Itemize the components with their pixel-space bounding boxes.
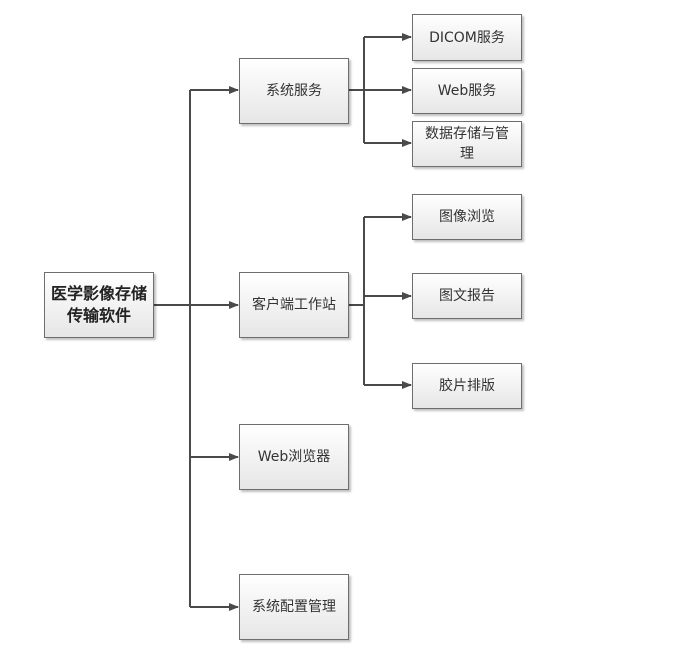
- node-data-storage: 数据存储与管理: [412, 121, 522, 167]
- node-label: 图文报告: [439, 288, 495, 304]
- node-label: 图像浏览: [439, 209, 495, 225]
- root-label: 医学影像存储传输软件: [50, 284, 147, 325]
- node-label: 胶片排版: [439, 378, 495, 394]
- node-web-service: Web服务: [412, 68, 522, 114]
- node-system-service: 系统服务: [239, 58, 349, 124]
- node-film-layout: 胶片排版: [412, 363, 522, 409]
- node-image-browse: 图像浏览: [412, 194, 522, 240]
- node-label: 客户端工作站: [252, 297, 336, 313]
- root-node: 医学影像存储传输软件: [44, 272, 154, 338]
- node-label: Web服务: [437, 83, 497, 99]
- node-dicom-service: DICOM服务: [412, 14, 522, 61]
- node-client-workstation: 客户端工作站: [239, 272, 349, 338]
- node-label: 系统服务: [266, 83, 322, 99]
- node-label: 数据存储与管理: [425, 126, 509, 162]
- node-label: DICOM服务: [429, 29, 505, 46]
- node-report: 图文报告: [412, 273, 522, 319]
- node-web-browser: Web浏览器: [239, 424, 349, 490]
- node-label: Web浏览器: [257, 449, 331, 465]
- node-label: 系统配置管理: [252, 599, 336, 615]
- node-system-config: 系统配置管理: [239, 574, 349, 640]
